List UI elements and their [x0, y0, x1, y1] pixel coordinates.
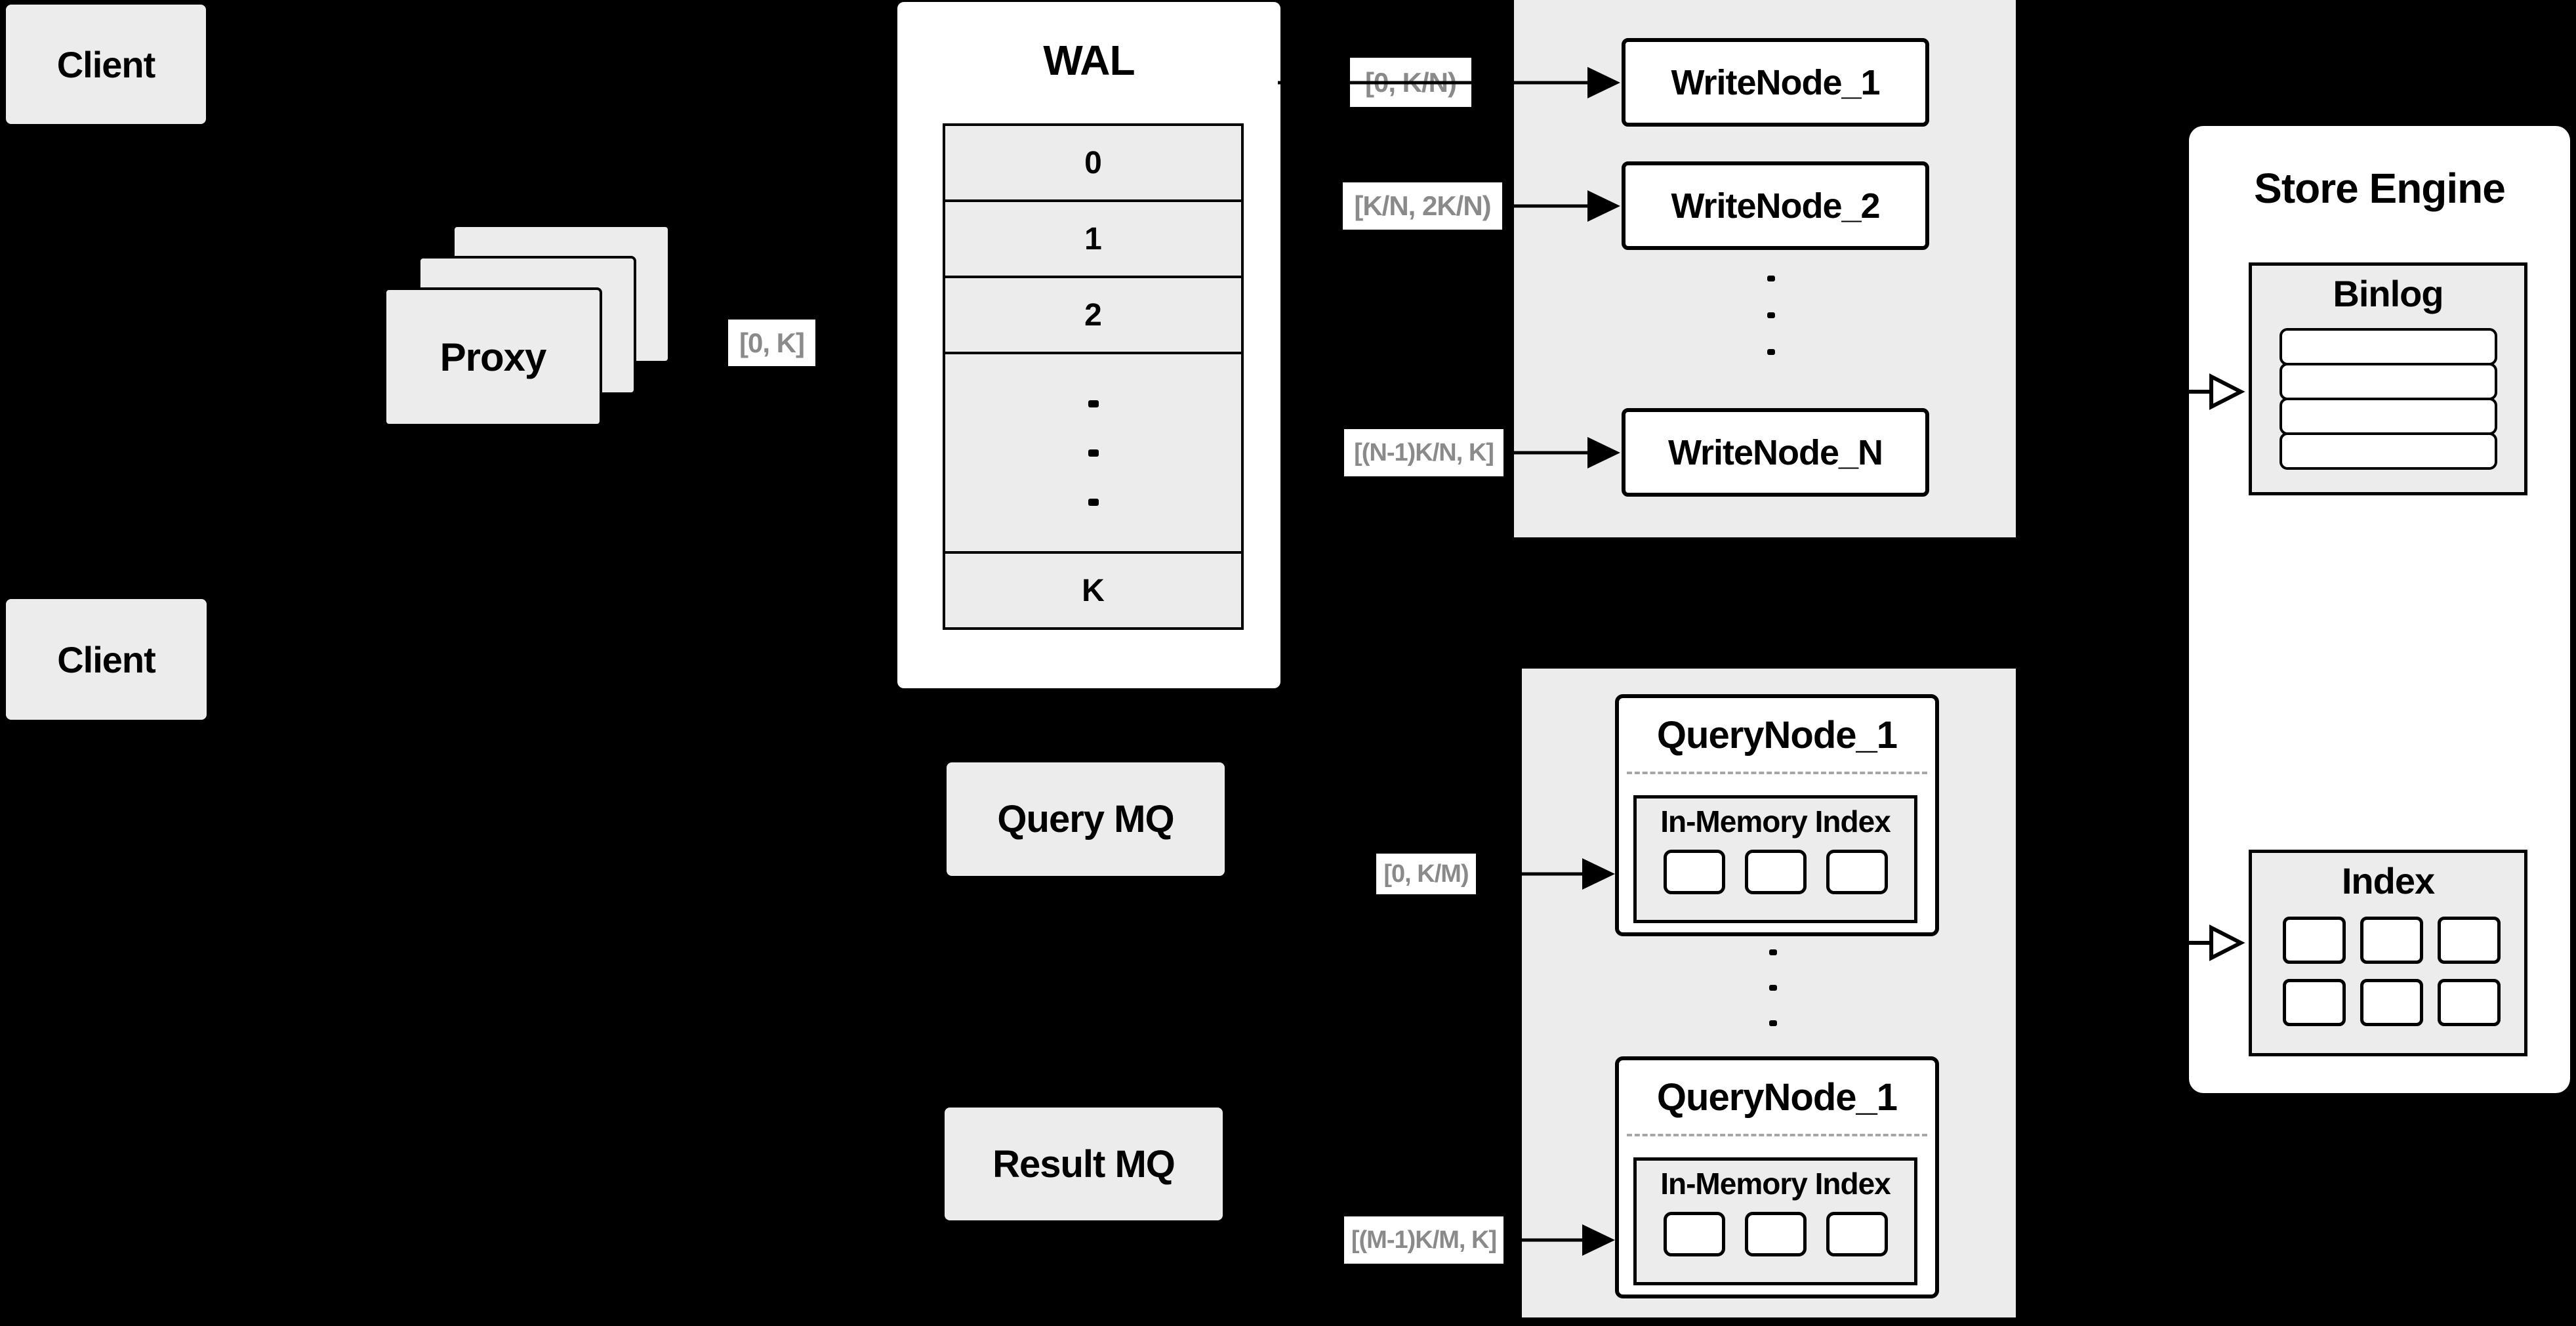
result-mq-label: Result MQ — [992, 1142, 1176, 1186]
write-node-2-box: WriteNode_2 — [1622, 161, 1929, 250]
vertical-dots-icon — [1088, 400, 1099, 407]
inmemory-index-title: In-Memory Index — [1660, 1167, 1891, 1201]
index-file-icon — [2437, 979, 2501, 1026]
range-label-writenode-n-text: [(N-1)K/N, K] — [1354, 438, 1494, 466]
write-node-2-label: WriteNode_2 — [1671, 186, 1880, 226]
range-label-querynode-2: [(M-1)K/M, K] — [1344, 1216, 1503, 1264]
wal-row-1-label: 1 — [1084, 221, 1102, 257]
binlog-file-icon — [2279, 363, 2497, 400]
index-file-icon — [2437, 917, 2501, 964]
binlog-title: Binlog — [2333, 273, 2443, 314]
binlog-file-icon — [2279, 432, 2497, 470]
range-label-writenode-2: [K/N, 2K/N) — [1343, 182, 1502, 230]
index-file-icon — [2360, 979, 2423, 1026]
range-label-writenode-1-text: [0, K/N) — [1365, 66, 1457, 98]
wal-row-1: 1 — [945, 202, 1241, 278]
wal-row-2-label: 2 — [1084, 297, 1102, 333]
query-node-1-title: QueryNode_1 — [1656, 713, 1898, 756]
wal-row-k: K — [945, 554, 1241, 627]
wal-segment-table: 0 1 2 K — [943, 123, 1244, 630]
segment-icon — [1663, 850, 1725, 894]
wal-row-0-label: 0 — [1084, 145, 1102, 180]
index-title: Index — [2341, 860, 2435, 901]
query-node-2-title: QueryNode_1 — [1656, 1075, 1898, 1119]
vertical-dots-icon — [1767, 349, 1775, 355]
proxy-label: Proxy — [440, 335, 547, 379]
vertical-dots-icon — [1767, 312, 1775, 318]
write-node-1-label: WriteNode_1 — [1671, 62, 1880, 102]
segment-icon — [1744, 850, 1807, 894]
store-engine-title: Store Engine — [2254, 165, 2506, 212]
write-node-n-label: WriteNode_N — [1667, 432, 1883, 472]
segment-icon — [1826, 850, 1888, 894]
dashed-separator — [1627, 772, 1927, 774]
segment-icon — [1663, 1212, 1725, 1256]
index-file-icon — [2360, 917, 2423, 964]
query-mq-label: Query MQ — [997, 798, 1174, 840]
query-node-2-box: QueryNode_1 In-Memory Index — [1615, 1056, 1939, 1298]
wal-row-k-label: K — [1082, 573, 1105, 608]
range-label-querynode-1-text: [0, K/M) — [1383, 860, 1469, 888]
range-label-querynode-2-text: [(M-1)K/M, K] — [1351, 1226, 1497, 1254]
result-mq-box: Result MQ — [945, 1108, 1223, 1220]
wal-panel: WAL 0 1 2 K — [897, 2, 1280, 688]
query-node-1-inmemory-index: In-Memory Index — [1633, 795, 1917, 923]
client-box-top: Client — [6, 5, 206, 124]
range-label-writenode-2-text: [K/N, 2K/N) — [1354, 190, 1491, 221]
segment-icon — [1744, 1212, 1807, 1256]
vertical-dots-icon — [1769, 985, 1777, 991]
client-bottom-label: Client — [57, 638, 156, 680]
binlog-box: Binlog — [2249, 262, 2527, 495]
query-node-1-box: QueryNode_1 In-Memory Index — [1615, 694, 1939, 936]
query-mq-box: Query MQ — [947, 762, 1225, 876]
inmemory-index-title: In-Memory Index — [1660, 804, 1891, 839]
client-box-bottom: Client — [6, 599, 207, 720]
write-node-ellipsis — [1767, 276, 1775, 355]
query-node-2-inmemory-index: In-Memory Index — [1633, 1157, 1917, 1285]
binlog-files — [2279, 328, 2497, 470]
inmemory-index-segments — [1663, 1212, 1888, 1256]
vertical-dots-icon — [1767, 276, 1775, 281]
write-node-1-box: WriteNode_1 — [1622, 38, 1929, 127]
inmemory-index-segments — [1663, 850, 1888, 894]
wal-title: WAL — [1043, 37, 1135, 84]
index-files — [2282, 917, 2501, 1026]
range-label-writenode-1: [0, K/N) — [1350, 58, 1471, 107]
range-label-writenode-n: [(N-1)K/N, K] — [1344, 429, 1503, 476]
store-engine-panel: Store Engine Binlog Index — [2189, 126, 2570, 1093]
wal-row-0: 0 — [945, 126, 1241, 202]
range-label-proxy-to-wal: [0, K] — [728, 320, 815, 366]
binlog-file-icon — [2279, 398, 2497, 435]
vertical-dots-icon — [1088, 449, 1099, 457]
index-file-icon — [2282, 979, 2346, 1026]
query-node-ellipsis — [1769, 949, 1777, 1026]
range-label-proxy-to-wal-text: [0, K] — [739, 327, 805, 358]
dashed-separator — [1627, 1134, 1927, 1136]
vertical-dots-icon — [1088, 498, 1099, 506]
wal-row-ellipsis — [945, 354, 1241, 554]
index-file-icon — [2282, 917, 2346, 964]
client-top-label: Client — [56, 43, 156, 85]
vertical-dots-icon — [1769, 1020, 1777, 1026]
wal-row-2: 2 — [945, 278, 1241, 354]
index-box: Index — [2249, 850, 2527, 1056]
vertical-dots-icon — [1769, 949, 1777, 955]
proxy-card-front: Proxy — [384, 287, 602, 426]
segment-icon — [1826, 1212, 1888, 1256]
range-label-querynode-1: [0, K/M) — [1376, 854, 1476, 894]
write-node-n-box: WriteNode_N — [1622, 408, 1929, 497]
binlog-file-icon — [2279, 328, 2497, 365]
